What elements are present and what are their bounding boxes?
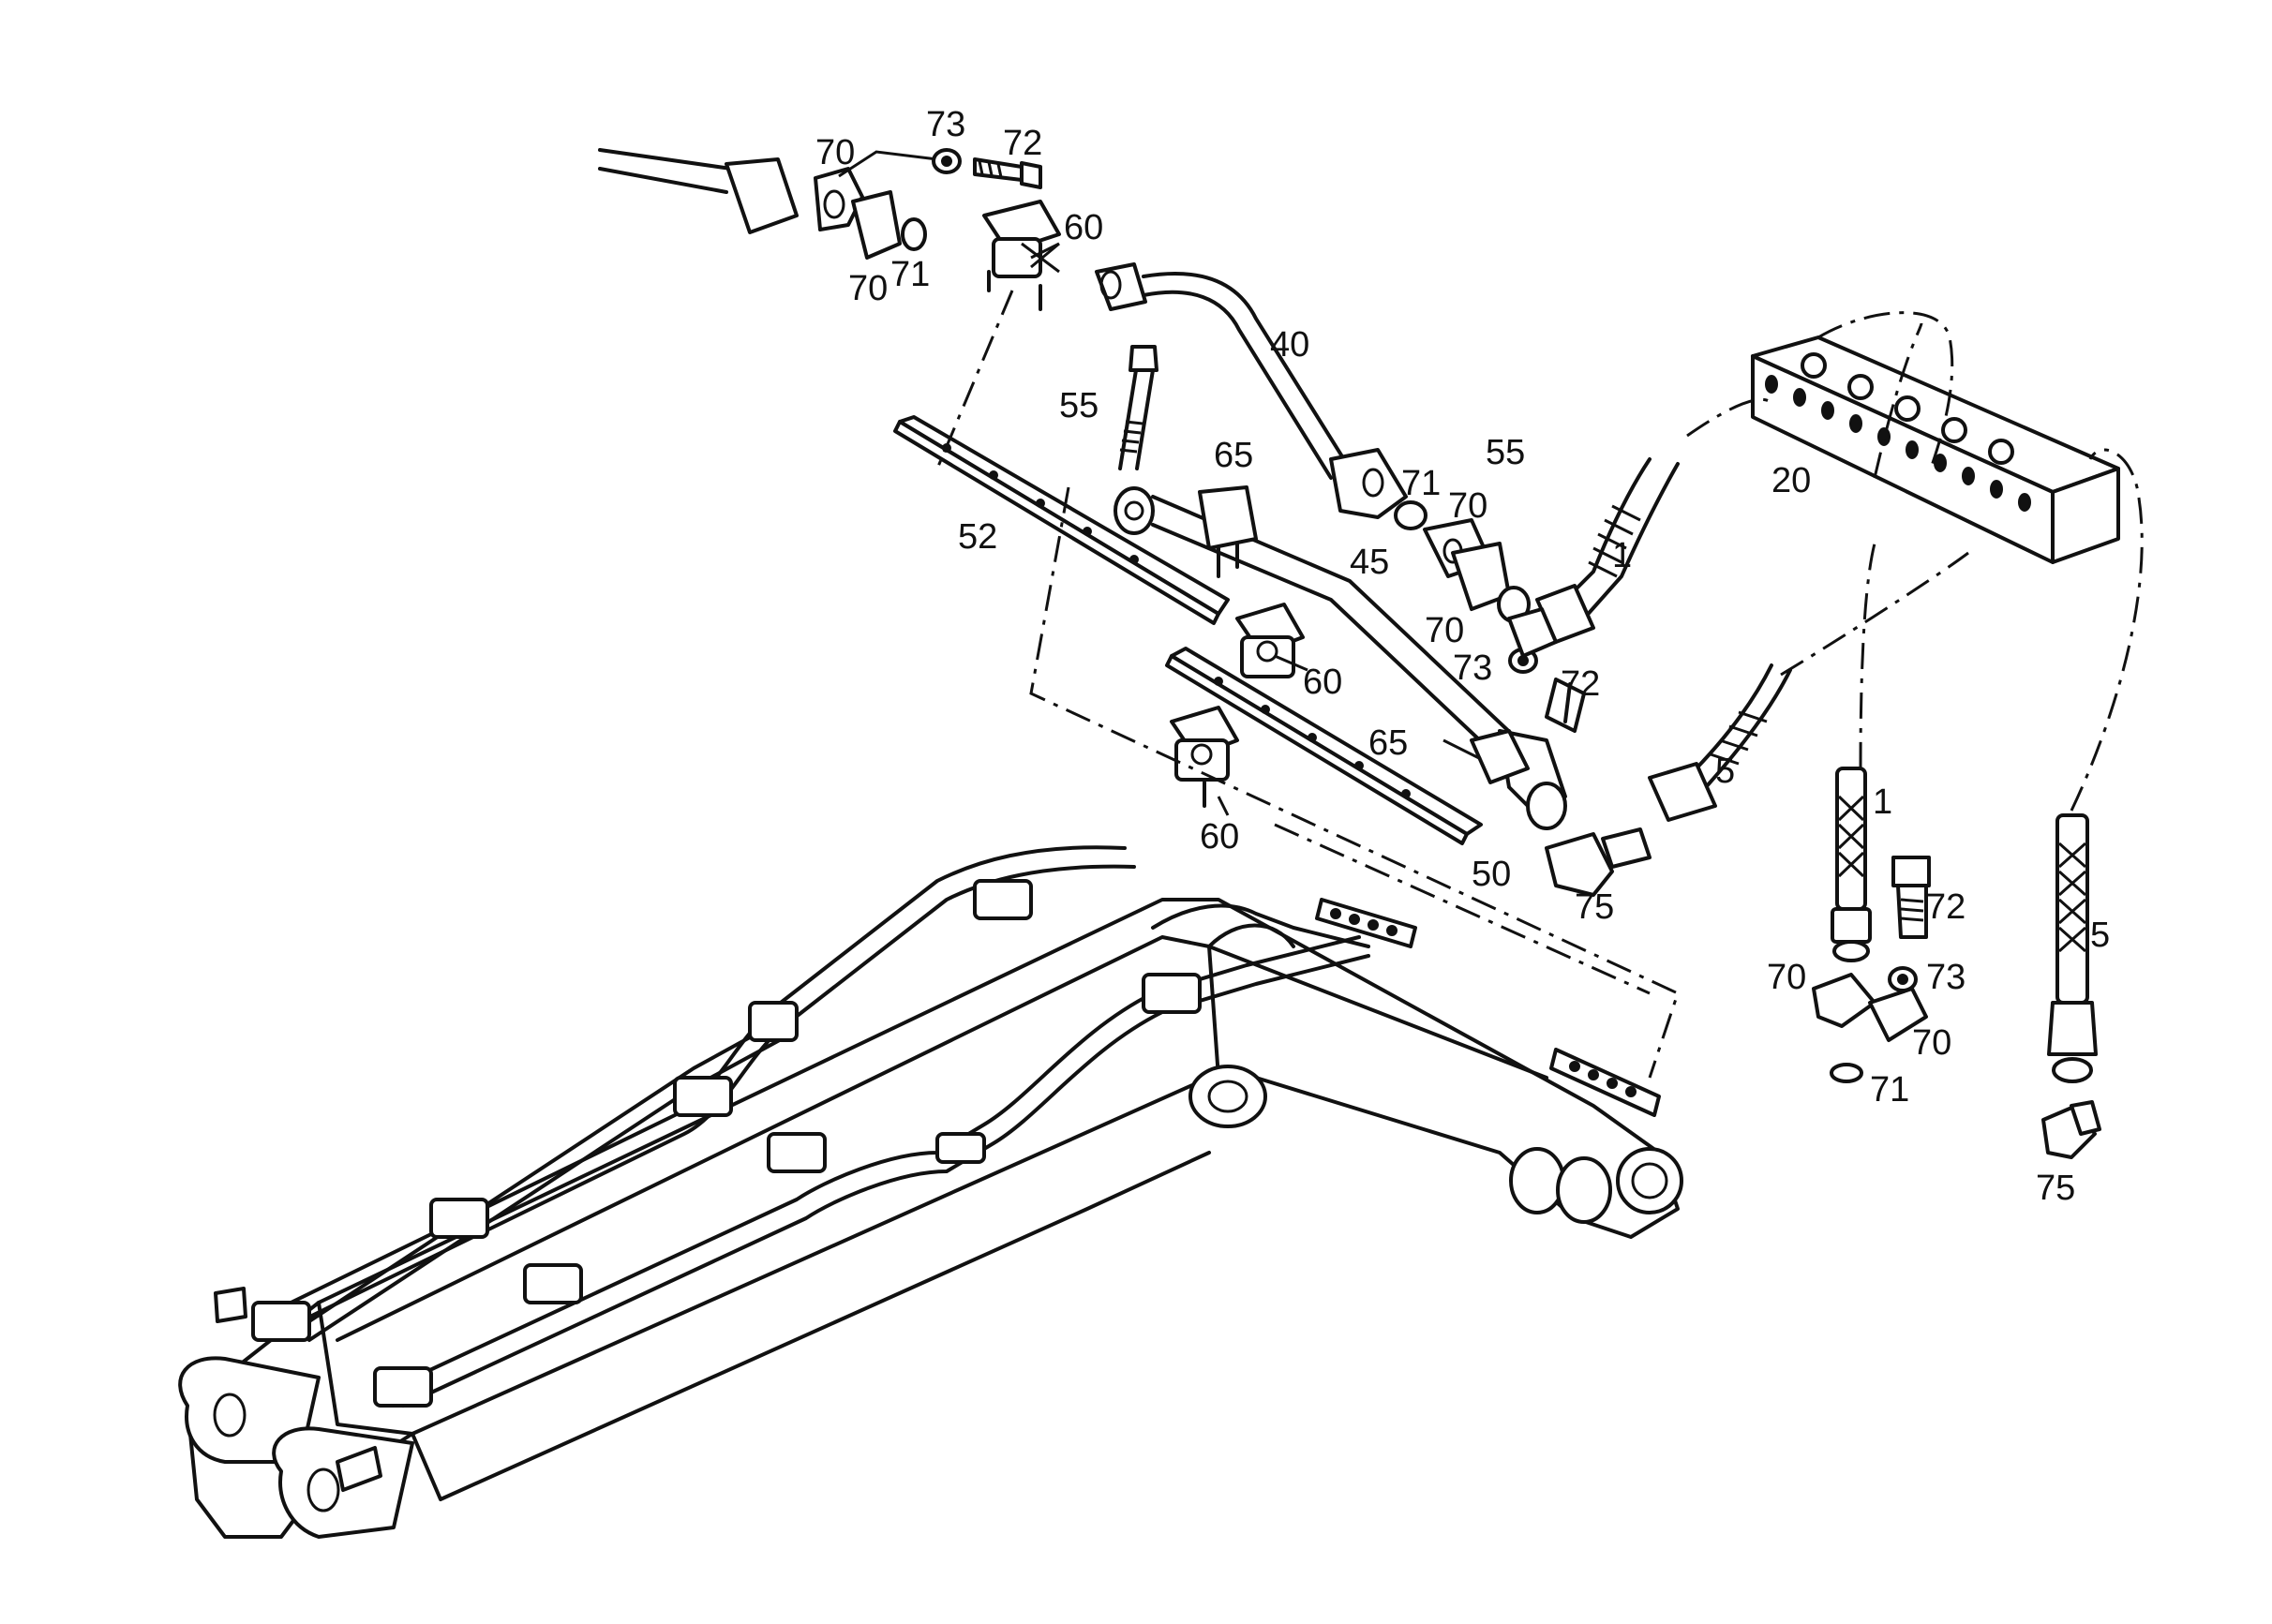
pipe-40	[1095, 262, 1408, 519]
upper-hose-assembly	[598, 148, 1061, 311]
leader-lines	[1030, 242, 1482, 816]
callout-labels: 73 72 70 60 70 71 40 55 65 52 55 71 70 4…	[815, 105, 2110, 1208]
callout-72-loose: 72	[1926, 887, 1966, 927]
callout-75-installed: 75	[1575, 887, 1614, 927]
callout-65-top: 65	[1214, 436, 1253, 475]
callout-73-loose: 73	[1926, 958, 1966, 997]
hose-5-installed	[1545, 663, 1792, 897]
hose-5-loose	[2047, 813, 2098, 1083]
callout-1-installed: 1	[1612, 536, 1632, 575]
clamp-plate-52	[893, 345, 1230, 625]
callout-5-installed: 5	[1715, 752, 1735, 791]
callout-70-middle: 70	[1448, 486, 1487, 526]
boom-arm	[178, 898, 1683, 1539]
callout-71-loose: 71	[1870, 1070, 1909, 1110]
callout-5-loose: 5	[2090, 916, 2110, 955]
clamp-plate-50	[1165, 603, 1530, 845]
fitting-75-loose	[2041, 1100, 2101, 1159]
callout-70-left: 70	[848, 269, 888, 308]
callout-73-top: 73	[926, 105, 965, 144]
boom-hydraulic-lines	[214, 845, 1370, 1492]
callout-55-right: 55	[1486, 433, 1525, 472]
pipe-45	[1114, 485, 1567, 830]
callout-55-left: 55	[1059, 386, 1099, 425]
callout-50: 50	[1472, 855, 1511, 894]
callout-72-middle: 72	[1561, 664, 1600, 704]
callout-70-loose-left: 70	[1767, 958, 1806, 997]
callout-65-lower: 65	[1368, 723, 1408, 763]
flange-group-middle	[1394, 500, 1586, 733]
callout-70-top: 70	[815, 133, 855, 172]
manifold-block-20	[1751, 335, 2120, 564]
callout-60-middle: 60	[1303, 663, 1342, 702]
callout-73-middle: 73	[1453, 648, 1492, 688]
callout-20: 20	[1771, 461, 1811, 500]
callout-75-loose: 75	[2036, 1169, 2075, 1208]
callout-71-left: 71	[890, 255, 930, 294]
callout-1-loose: 1	[1873, 782, 1892, 822]
flange-group-loose	[1812, 856, 1931, 1083]
callout-40: 40	[1270, 325, 1309, 365]
callout-71-middle: 71	[1401, 464, 1441, 503]
callout-70-loose-right: 70	[1912, 1023, 1951, 1063]
callout-60-lower: 60	[1200, 817, 1239, 857]
hose-1-loose	[1831, 767, 1872, 962]
callout-70-lower: 70	[1425, 611, 1464, 650]
callout-45: 45	[1350, 543, 1389, 582]
callout-60-top: 60	[1064, 208, 1103, 247]
connection-lines	[935, 290, 2144, 1079]
callout-72-top: 72	[1003, 124, 1042, 163]
hose-1-installed	[1507, 457, 1680, 658]
callout-52: 52	[958, 517, 997, 557]
